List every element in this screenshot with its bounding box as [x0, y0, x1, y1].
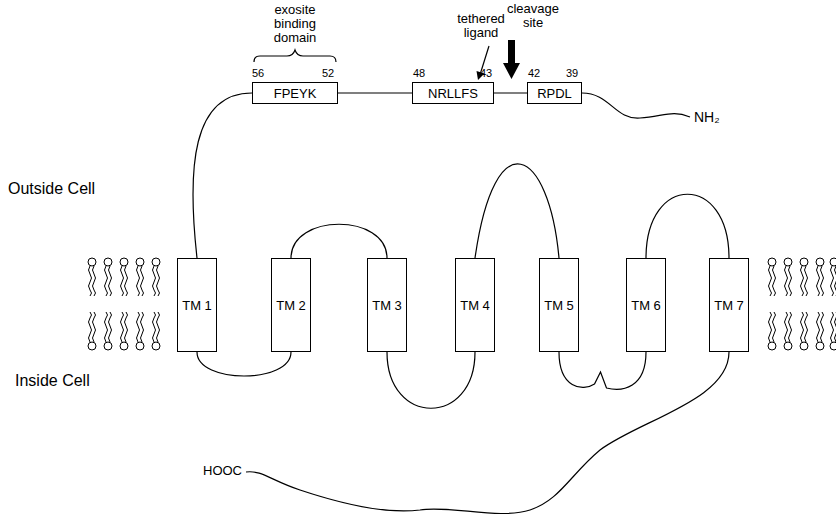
box-text: TM 3 [372, 298, 402, 313]
residue-number: 48 [413, 67, 425, 79]
peptide-box: RPDL [527, 82, 582, 104]
box-text: TM 2 [276, 298, 306, 313]
residue-number: 43 [480, 67, 492, 79]
ligand-label: tethered ligand [452, 12, 510, 40]
binding-domain-box: FPEYK [252, 82, 338, 104]
transmembrane-helix: TM 3 [367, 258, 407, 352]
domain-brace [254, 50, 336, 62]
lipid-bilayer-right [768, 258, 836, 350]
residue-number: 39 [566, 67, 578, 79]
peptide-chain [197, 352, 291, 376]
transmembrane-helix: TM 1 [177, 258, 217, 352]
peptide-chain [494, 92, 527, 93]
peptide-chain [338, 92, 412, 93]
cleavage-label: cleavage site [503, 2, 563, 30]
lipid-bilayer-left [88, 258, 160, 350]
box-text: RPDL [537, 86, 572, 101]
residue-number: 52 [322, 67, 334, 79]
peptide-chain [559, 352, 646, 389]
transmembrane-helix: TM 2 [271, 258, 311, 352]
region-label: Outside Cell [8, 180, 95, 198]
transmembrane-helix: TM 4 [455, 258, 495, 352]
box-text: TM 5 [544, 298, 574, 313]
domain-label: exosite binding domain [265, 3, 325, 45]
peptide-chain [475, 164, 559, 258]
peptide-chain [387, 352, 475, 408]
box-text: TM 1 [182, 298, 212, 313]
transmembrane-helix: TM 7 [709, 258, 749, 352]
transmembrane-helix: TM 5 [539, 258, 579, 352]
box-text: TM 4 [460, 298, 490, 313]
box-text: TM 6 [631, 298, 661, 313]
terminus-label: HOOC [203, 463, 242, 478]
peptide-chain [291, 224, 387, 258]
n-terminus-chain [582, 93, 690, 118]
peptide-chain [193, 93, 252, 258]
cleavage-arrow [503, 40, 520, 79]
region-label: Inside Cell [15, 372, 90, 390]
transmembrane-helix: TM 6 [626, 258, 666, 352]
residue-number: 56 [252, 67, 264, 79]
c-terminus-chain [246, 352, 729, 514]
peptide-chain [646, 194, 729, 258]
box-text: NRLLFS [428, 86, 478, 101]
box-text: TM 7 [714, 298, 744, 313]
ligand-box: NRLLFS [412, 82, 494, 104]
residue-number: 42 [528, 67, 540, 79]
terminus-label: NH₂ [694, 109, 720, 125]
box-text: FPEYK [274, 86, 317, 101]
